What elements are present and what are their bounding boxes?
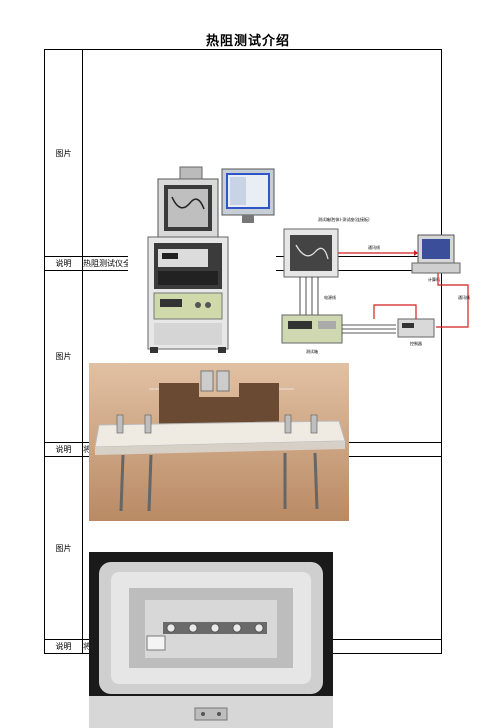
row-label: 图片 — [44, 456, 83, 640]
link-a-label: 通讯线 — [368, 244, 380, 250]
chamber-label: 测试箱(腔体)·测试座(连接板) — [318, 216, 370, 222]
system-diagram: 测试箱(腔体)·测试座(连接板) 电源线 测试箱 — [278, 215, 478, 357]
row-label: 图片 — [44, 270, 83, 443]
image-cell — [82, 270, 442, 521]
oven-photo — [89, 552, 333, 728]
caption-label: 说明 — [44, 639, 83, 654]
table-row: 图片 — [44, 456, 442, 728]
image-cell: 测试箱(腔体)·测试座(连接板) 电源线 测试箱 — [82, 49, 470, 355]
power-line-label: 电源线 — [324, 294, 336, 300]
intro-table: 图片 — [44, 49, 470, 728]
page-title: 热阻测试介绍 — [205, 34, 290, 49]
link-b-label: 通讯线 — [458, 294, 470, 300]
tester-cabinet-photo — [128, 159, 276, 355]
row-label: 图片 — [44, 49, 83, 257]
pc-label: 计算机 — [428, 276, 440, 282]
caption-label: 说明 — [44, 442, 83, 457]
test-board-photo — [89, 362, 349, 521]
caption-label: 说明 — [44, 256, 83, 271]
image-cell — [82, 456, 442, 728]
table-row: 图片 — [44, 49, 470, 355]
table-row: 图片 — [44, 270, 442, 521]
ctrl-label: 控制器 — [410, 340, 422, 346]
box-label: 测试箱 — [306, 348, 318, 354]
